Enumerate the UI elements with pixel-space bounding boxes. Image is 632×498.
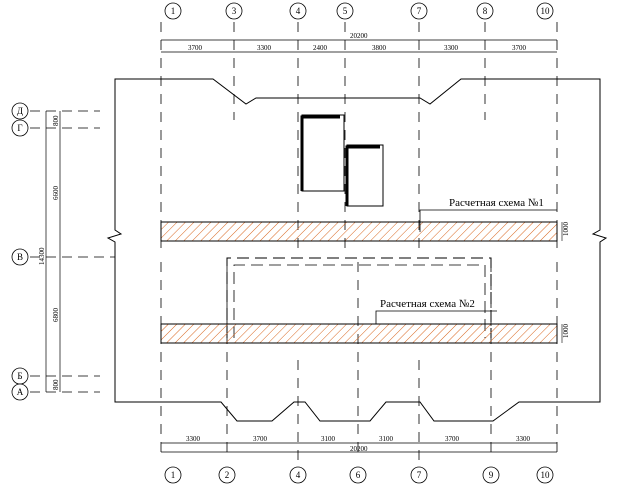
top-axis-8: 8 [483, 6, 488, 16]
left-axis-g: Г [17, 123, 22, 133]
bottom-dim-5: 3700 [445, 435, 460, 443]
top-axis-1: 1 [171, 6, 176, 16]
top-dim-6: 3700 [512, 44, 527, 52]
bottom-axis-lines [160, 262, 558, 460]
inner-beam-outline [226, 257, 492, 338]
bottom-dim-3: 3100 [321, 435, 336, 443]
scheme1-label: Расчетная схема №1 [449, 197, 544, 209]
left-axis-d: Д [17, 106, 23, 116]
top-dimension-chain [161, 39, 557, 53]
scheme2-label: Расчетная схема №2 [380, 298, 475, 310]
top-total-label: 20200 [350, 32, 368, 40]
scheme1-strip [160, 221, 558, 242]
bottom-axis-1: 1 [171, 470, 176, 480]
scheme2-strip [160, 323, 558, 344]
top-dim-2: 3300 [257, 44, 272, 52]
left-dimension-texts: 800 6600 6800 800 14300 [38, 115, 60, 390]
left-axis-b: Б [17, 371, 22, 381]
top-axis-5: 5 [343, 6, 348, 16]
top-axis-labels: 1 3 4 5 7 8 10 [171, 6, 550, 16]
top-dimension-texts: 20200 3700 3300 2400 3800 3300 3700 [188, 32, 527, 52]
openings [300, 114, 384, 207]
left-axis-lines [30, 110, 115, 393]
bottom-dimension-chain [161, 442, 557, 453]
bottom-axis-bubbles [164, 466, 554, 484]
top-axis-3: 3 [232, 6, 237, 16]
top-dim-3: 2400 [313, 44, 328, 52]
bottom-total-label: 20200 [350, 445, 368, 453]
left-dim-4: 800 [52, 379, 60, 390]
scheme2-width-label: 1000 [562, 324, 570, 339]
scheme1-width-label: 1000 [562, 222, 570, 237]
top-dim-1: 3700 [188, 44, 203, 52]
left-axis-labels: Д Г В Б А [17, 106, 24, 397]
left-total-label: 14300 [38, 247, 46, 265]
bottom-axis-4: 4 [296, 470, 301, 480]
bottom-axis-2: 2 [225, 470, 230, 480]
top-axis-bubbles [164, 2, 554, 20]
left-dim-3: 6800 [52, 308, 60, 323]
top-axis-4: 4 [296, 6, 301, 16]
left-dim-1: 800 [52, 115, 60, 126]
bottom-axis-labels: 1 2 4 6 7 9 10 [171, 470, 550, 480]
inner-beam-inner [233, 264, 486, 338]
bottom-axis-10: 10 [541, 470, 551, 480]
bottom-axis-6: 6 [356, 470, 361, 480]
top-axis-7: 7 [417, 6, 422, 16]
left-dim-2: 6600 [52, 186, 60, 201]
bottom-axis-7: 7 [417, 470, 422, 480]
bottom-dim-6: 3300 [516, 435, 531, 443]
left-axis-bubbles [11, 102, 29, 401]
top-axis-10: 10 [541, 6, 551, 16]
scheme1-leader [419, 209, 557, 232]
bottom-axis-9: 9 [489, 470, 494, 480]
left-axis-a: А [17, 387, 24, 397]
left-axis-v: В [17, 252, 23, 262]
bottom-dimension-texts: 3300 3700 3100 3100 3700 3300 20200 [186, 435, 531, 453]
left-dimension-chain [45, 111, 61, 392]
scheme2-leader [375, 310, 497, 324]
slab-outline [106, 78, 608, 422]
top-axis-lines [160, 22, 558, 252]
bottom-dim-2: 3700 [253, 435, 268, 443]
top-dim-4: 3800 [372, 44, 387, 52]
bottom-dim-1: 3300 [186, 435, 201, 443]
top-dim-5: 3300 [444, 44, 459, 52]
bottom-dim-4: 3100 [379, 435, 394, 443]
